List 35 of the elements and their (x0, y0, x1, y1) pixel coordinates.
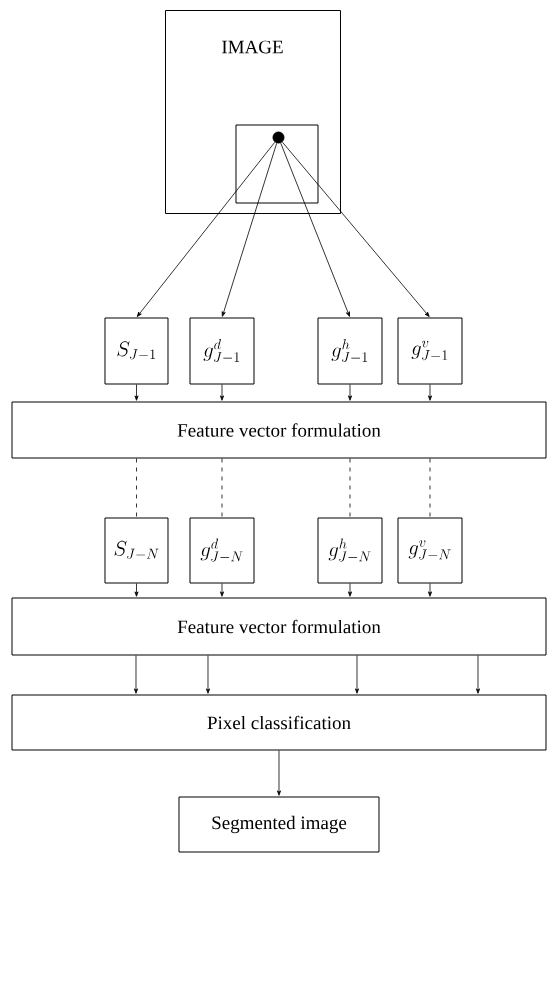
arrow (348, 583, 352, 597)
image-frame: IMAGE (165, 10, 341, 214)
arrow (355, 655, 359, 694)
window-box (235, 124, 319, 204)
arrow (428, 384, 432, 401)
arrow (476, 655, 480, 694)
coefficient-box: $g^{v}_{J-1}$ (397, 317, 463, 385)
connector-line (136, 458, 137, 518)
coefficient-box: $g^{v}_{J-N}$ (397, 517, 463, 584)
process-box: Pixel classification (11, 694, 547, 751)
arrow (428, 583, 432, 597)
process-box: Feature vector formulation (11, 597, 547, 656)
connector-line (221, 458, 223, 518)
arrow (280, 142, 350, 317)
arrow (206, 655, 210, 694)
arrow (134, 384, 139, 401)
coefficient-box: $S_{J-1}$ (104, 317, 169, 385)
arrow (220, 583, 224, 597)
output-box: Segmented image (178, 796, 380, 853)
coefficient-box: $g^{d}_{J-N}$ (189, 517, 255, 584)
connector-line (349, 458, 351, 518)
arrow (220, 384, 224, 401)
process-box: Feature vector formulation (11, 401, 547, 459)
arrow (134, 583, 139, 597)
arrow (348, 384, 352, 401)
arrow (277, 750, 281, 796)
arrow (134, 655, 138, 694)
arrow (136, 141, 276, 317)
arrow (281, 141, 430, 317)
coefficient-box: $S_{J-N}$ (104, 517, 169, 584)
coefficient-box: $g^{d}_{J-1}$ (189, 317, 255, 385)
coefficient-box: $g^{h}_{J-1}$ (317, 317, 383, 385)
arrow (221, 142, 278, 317)
coefficient-box: $g^{h}_{J-N}$ (317, 517, 383, 584)
connector-line (429, 458, 431, 518)
